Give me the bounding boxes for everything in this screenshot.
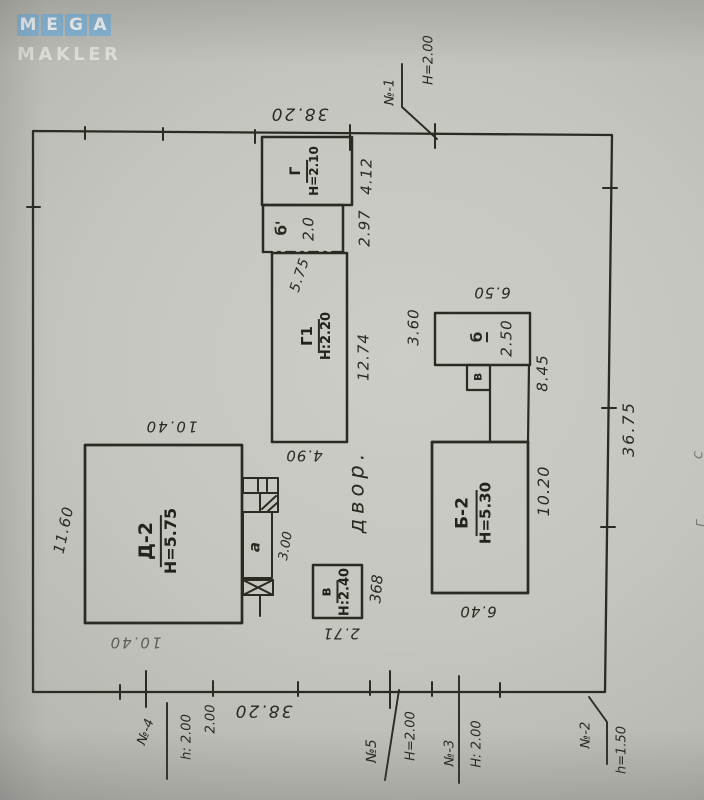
dim-boundary-right: 36.75 — [619, 401, 638, 457]
logo-tile-a: A — [89, 14, 111, 36]
dim-boundary-bottom: 38.20 — [233, 700, 293, 721]
building-b2-outline — [430, 440, 530, 595]
fence-line-845 — [526, 363, 531, 444]
building-g1-name: Г1 — [298, 319, 321, 353]
dim-b-prime-right: 2.97 — [355, 209, 374, 247]
marker-3-number: №-3 — [442, 739, 458, 767]
label-porch-a: a — [245, 541, 264, 553]
marker-1-number: №-1 — [382, 78, 398, 106]
logo-tile-g: G — [65, 14, 87, 36]
logo-tiles: M E G A — [17, 14, 121, 36]
dim-extra-200: 2.00 — [203, 704, 219, 734]
dim-b-prime-top: 2.0 — [299, 217, 318, 241]
marker2-leader — [588, 696, 608, 765]
dim-b-shed-left: 3.60 — [404, 308, 423, 346]
marker-2-height: h=1.50 — [614, 725, 630, 775]
logo-subtitle: MAKLER — [17, 44, 122, 65]
building-g-name: Г — [288, 159, 309, 183]
dim-b-shed-top: 6.50 — [473, 283, 511, 302]
dim-b2-bottom: 6.40 — [459, 602, 497, 621]
dim-d2-top: 10.40 — [144, 417, 198, 436]
label-yard: двор. — [344, 448, 369, 534]
survey-ticks — [26, 123, 618, 709]
building-v-annex-name: в — [318, 580, 339, 604]
marker-2-number: №-2 — [578, 721, 594, 749]
label-building-v-annex: в H:2.40 — [318, 568, 353, 616]
label-building-g: Г H=2.10 — [288, 146, 322, 196]
marker-4-height: h: 2.00 — [179, 714, 195, 760]
note-368: 368 — [366, 573, 387, 605]
dim-g1-right: 12.74 — [354, 333, 373, 381]
dim-b-shed-inner: 2.50 — [497, 319, 516, 357]
label-building-b2: Б-2 H=5.30 — [453, 481, 495, 545]
logo-tile-m: M — [17, 14, 39, 36]
dim-g1-bottom: 4.90 — [285, 446, 323, 465]
marker5-leader — [384, 689, 400, 781]
building-g1-height: H:2.20 — [319, 311, 335, 361]
building-b2-height: H=5.30 — [476, 481, 495, 545]
building-b2-name: Б-2 — [453, 490, 478, 536]
building-v-annex-height: H:2.40 — [337, 567, 353, 617]
edge-fragment-a: с — [689, 451, 704, 459]
marker-leader-lines — [166, 63, 608, 784]
marker-1-height: H=2.00 — [421, 35, 437, 85]
shed-v-outline — [465, 363, 492, 392]
dim-g-right: 4.12 — [357, 157, 376, 195]
dim-fence-right: 8.45 — [533, 354, 552, 392]
building-g-height: H=2.10 — [307, 146, 322, 196]
label-building-g1: Г1 H:2.20 — [298, 311, 335, 361]
marker-3-height: H: 2.00 — [469, 720, 485, 768]
building-d2-name: Д-2 — [135, 514, 162, 568]
dim-v-annex-bottom: 2.71 — [322, 624, 360, 643]
building-bprime-outline — [261, 203, 345, 254]
label-building-d2: Д-2 H=5.75 — [135, 507, 180, 575]
dim-b2-right: 10.20 — [534, 465, 553, 517]
dim-boundary-top: 38.20 — [269, 103, 329, 124]
marker-5-number: №5 — [364, 739, 380, 763]
building-v-annex-outline — [311, 563, 364, 620]
marker-5-height: H=2.00 — [403, 711, 419, 761]
label-shed-b: б — [468, 331, 488, 343]
porch-steps — [242, 477, 279, 617]
megamakler-watermark: M E G A MAKLER — [17, 14, 121, 65]
label-shed-b-prime: б' — [272, 220, 291, 236]
dim-d2-bottom: 10.40 — [108, 633, 162, 652]
marker1-leader — [401, 63, 438, 140]
building-d2-height: H=5.75 — [160, 507, 180, 575]
logo-tile-e: E — [41, 14, 63, 36]
building-g1-outline — [270, 251, 349, 444]
edge-fragment-b: г — [691, 519, 704, 527]
label-shed-v: в — [470, 372, 486, 382]
plot-boundary — [31, 129, 614, 694]
